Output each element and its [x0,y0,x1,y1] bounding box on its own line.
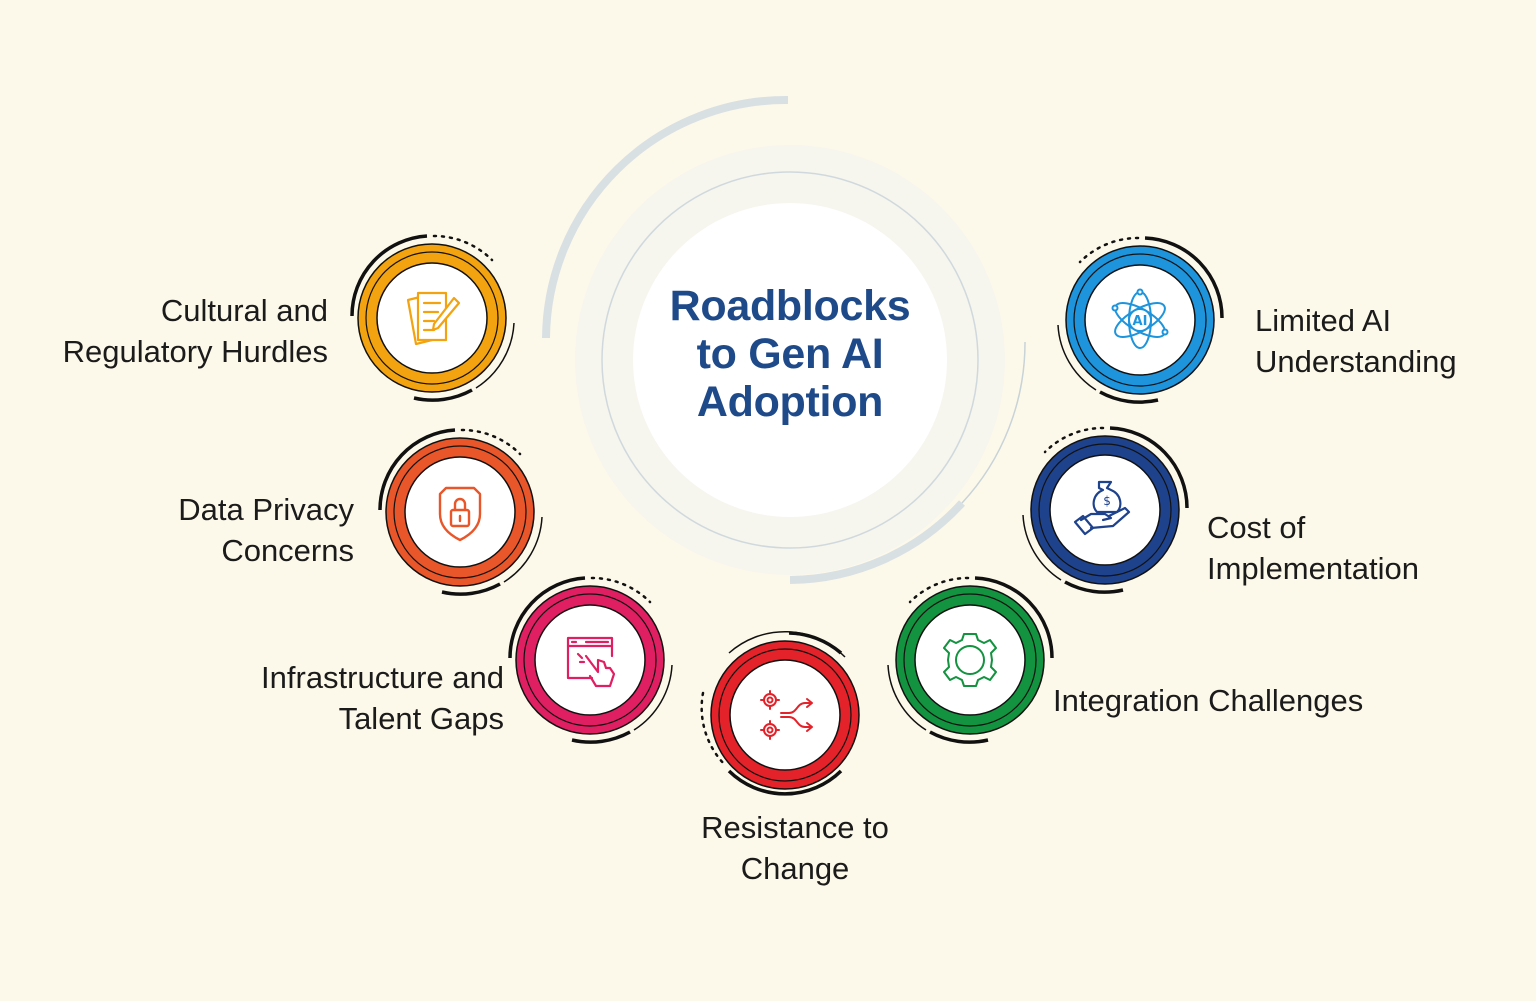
gears-arrows-icon [760,690,813,740]
diagram-title: Roadblocks to Gen AI Adoption [640,282,940,426]
document-pen-icon [406,291,461,346]
gear-icon [943,633,997,687]
svg-text:$: $ [1103,494,1111,508]
node-resistance-change [700,630,860,796]
svg-text:AI: AI [1133,314,1148,329]
title-line-2: to Gen AI [696,330,884,378]
browser-click-icon [566,636,616,688]
node-infrastructure-talent [508,576,673,744]
node-cost-implementation: $ [1022,426,1189,594]
center-arc-top-left [542,95,789,339]
label-resistance-change: Resistance to Change [701,810,889,886]
ai-atom-icon: AI [1111,288,1169,349]
title-line-1: Roadblocks [669,282,911,330]
center-thin-ring [601,171,979,549]
center-hub [542,95,1026,584]
title-line-3: Adoption [696,378,884,426]
center-core [633,203,947,517]
center-arc-right-thin [961,341,1026,504]
node-data-privacy [378,428,543,596]
label-infrastructure-talent: Infrastructure and Talent Gaps [261,660,504,736]
label-limited-ai: Limited AI Understanding [1255,303,1457,379]
node-cultural-regulatory [350,234,515,402]
label-data-privacy: Data Privacy Concerns [178,492,354,568]
label-integration: Integration Challenges [1053,683,1364,718]
money-bag-hand-icon: $ [1073,480,1131,536]
label-cost-implementation: Cost of Implementation [1207,510,1419,586]
center-arc-bottom-right [789,500,965,584]
node-integration [887,576,1054,744]
label-cultural-regulatory: Cultural and Regulatory Hurdles [62,293,328,369]
node-limited-ai: AI [1057,236,1224,404]
shield-lock-icon [438,486,482,542]
